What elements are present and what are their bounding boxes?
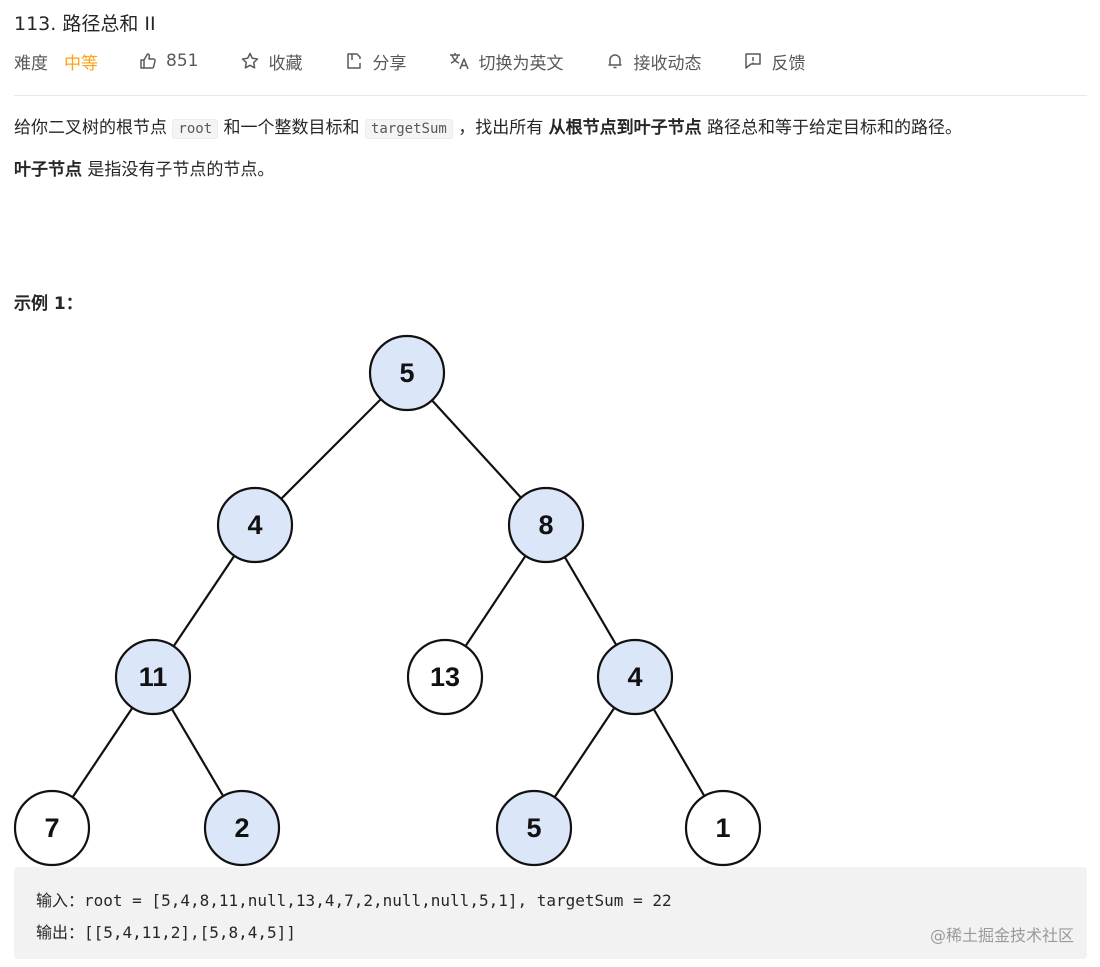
switch-language-button[interactable]: 切换为英文 xyxy=(448,49,563,74)
tree-node-circle xyxy=(216,486,294,564)
description-text: ，找出所有 xyxy=(452,118,549,138)
tree-node: 5 xyxy=(495,789,573,867)
like-button[interactable]: 851 xyxy=(138,51,198,71)
problem-description: 给你二叉树的根节点 root 和一个整数目标和 targetSum ，找出所有 … xyxy=(14,114,1074,197)
feedback-button[interactable]: 反馈 xyxy=(743,49,805,74)
tree-node-value: 2 xyxy=(234,813,249,843)
problem-title: 113. 路径总和 II xyxy=(14,13,156,35)
tree-node-circle xyxy=(684,789,762,867)
description-paragraph-1: 给你二叉树的根节点 root 和一个整数目标和 targetSum ，找出所有 … xyxy=(14,114,1074,144)
tree-node: 8 xyxy=(507,486,585,564)
subscribe-button[interactable]: 接收动态 xyxy=(605,49,701,74)
example-input: 输入：root = [5,4,8,11,null,13,4,7,2,null,n… xyxy=(36,891,672,910)
tree-node-circle xyxy=(114,638,192,716)
likes-count: 851 xyxy=(166,51,199,71)
tree-node: 5 xyxy=(368,334,446,412)
tree-node: 1 xyxy=(684,789,762,867)
favorite-button[interactable]: 收藏 xyxy=(240,49,302,74)
inline-code-root: root xyxy=(172,119,219,139)
bold-root-to-leaf: 从根节点到叶子节点 xyxy=(548,118,702,138)
example-output: 输出：[[5,4,11,2],[5,8,4,5]] xyxy=(36,923,296,942)
share-label: 分享 xyxy=(372,53,407,74)
tree-node-circle xyxy=(368,334,446,412)
description-text: 路径总和等于给定目标和的路径。 xyxy=(701,118,963,138)
tree-node: 4 xyxy=(596,638,674,716)
share-icon xyxy=(347,53,362,69)
tree-node-value: 1 xyxy=(715,813,730,843)
description-text: 给你二叉树的根节点 xyxy=(14,118,173,138)
inline-code-targetsum: targetSum xyxy=(364,119,453,139)
tree-node: 13 xyxy=(406,638,484,716)
description-text: 是指没有子节点的节点。 xyxy=(82,160,275,180)
tree-node-value: 11 xyxy=(139,662,168,692)
bell-icon xyxy=(608,54,622,69)
divider xyxy=(14,95,1087,96)
difficulty-label: 难度 xyxy=(14,53,48,74)
tree-node: 11 xyxy=(114,638,192,716)
description-text: 和一个整数目标和 xyxy=(218,118,365,138)
tree-node: 4 xyxy=(216,486,294,564)
feedback-label: 反馈 xyxy=(771,53,806,74)
problem-meta-bar: 难度 中等 851 收藏 分享 切换为英文 接收动态 反馈 xyxy=(14,46,847,76)
thumbs-up-icon xyxy=(140,53,156,69)
tree-node-circle xyxy=(406,638,484,716)
subscribe-label: 接收动态 xyxy=(633,53,702,74)
tree-node-circle xyxy=(13,789,91,867)
difficulty-badge: 中等 xyxy=(64,53,98,74)
tree-node-value: 8 xyxy=(538,510,553,540)
tree-node: 7 xyxy=(13,789,91,867)
tree-node: 2 xyxy=(203,789,281,867)
binary-tree-diagram: 5 4 8 11 13 4 7 2 5 1 xyxy=(13,334,762,867)
tree-node-value: 4 xyxy=(627,662,642,692)
feedback-icon xyxy=(745,53,762,69)
tree-node-value: 13 xyxy=(430,662,460,692)
watermark: @稀土掘金技术社区 xyxy=(929,926,1074,945)
description-paragraph-2: 叶子节点 是指没有子节点的节点。 xyxy=(14,156,1074,185)
tree-edges xyxy=(51,372,724,829)
share-button[interactable]: 分享 xyxy=(344,49,406,74)
tree-node-circle xyxy=(495,789,573,867)
tree-node-value: 5 xyxy=(399,358,414,388)
bold-leaf-node: 叶子节点 xyxy=(14,160,82,180)
favorite-label: 收藏 xyxy=(268,53,303,74)
tree-node-value: 5 xyxy=(526,813,541,843)
tree-nodes: 5 4 8 11 13 4 7 2 5 1 xyxy=(13,334,762,867)
example-code-block: 输入：root = [5,4,8,11,null,13,4,7,2,null,n… xyxy=(14,867,1087,959)
switch-language-label: 切换为英文 xyxy=(478,53,564,74)
tree-node-circle xyxy=(596,638,674,716)
difficulty: 难度 中等 xyxy=(14,49,98,74)
tree-node-circle xyxy=(507,486,585,564)
example-title: 示例 1： xyxy=(14,294,83,314)
tree-node-value: 7 xyxy=(44,813,59,843)
translate-icon xyxy=(450,53,470,70)
star-icon xyxy=(242,52,259,69)
tree-node-circle xyxy=(203,789,281,867)
tree-node-value: 4 xyxy=(247,510,262,540)
